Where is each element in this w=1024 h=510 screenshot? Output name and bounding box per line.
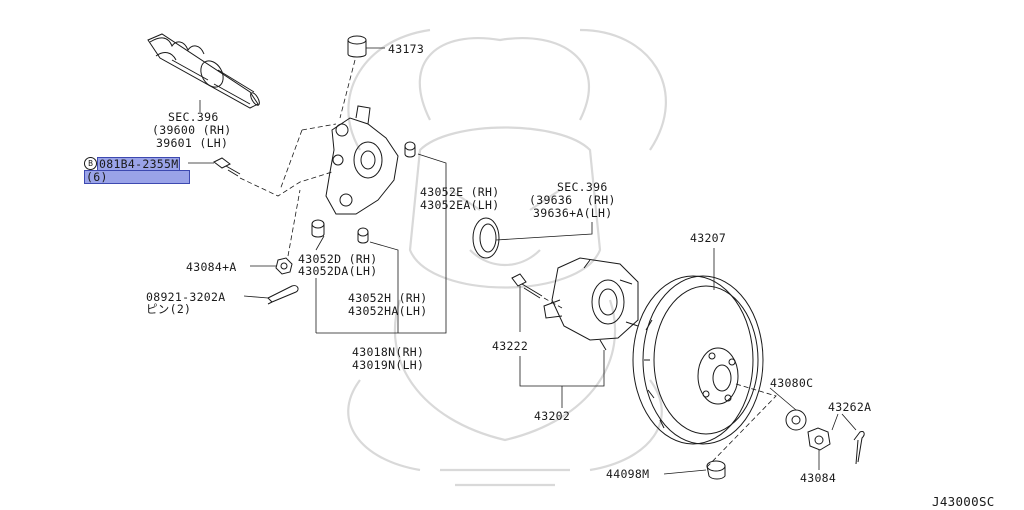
label-sec396-top-2: (39600 (RH) (152, 123, 232, 137)
grommet-44098m (706, 460, 726, 480)
label-sec396-right-1: SEC.396 (557, 180, 608, 194)
label-43173: 43173 (388, 42, 425, 56)
hub-assembly-43202 (543, 257, 639, 351)
diagram-code: J43000SC (932, 494, 995, 509)
label-43052h: 43052H (RH) (348, 291, 428, 305)
assembly-dashed-lines (239, 59, 777, 469)
label-43052e: 43052E (RH) (420, 185, 500, 199)
bushing-43052d (311, 219, 325, 238)
bolt-circle-marker: B (84, 157, 97, 170)
cotter-pin-08921 (267, 285, 299, 305)
label-44098m: 44098M (606, 467, 650, 481)
brake-rotor-43207 (632, 275, 764, 445)
label-43052ha: 43052HA(LH) (348, 304, 428, 318)
label-08921: 08921-3202A (146, 290, 226, 304)
nut-43084a (275, 257, 293, 275)
bushing-43173 (347, 35, 367, 58)
label-43084: 43084 (800, 471, 837, 485)
label-sec396-right-2: (39636 (RH) (529, 193, 616, 207)
label-43080c: 43080C (770, 376, 814, 390)
nut-43084 (807, 427, 831, 451)
label-43207: 43207 (690, 231, 727, 245)
label-43018n: 43018N(RH) (352, 345, 425, 359)
oil-seal-39636 (472, 217, 500, 259)
label-pin-qty: ピン(2) (146, 302, 192, 316)
label-43222: 43222 (492, 339, 529, 353)
label-43052d: 43052D (RH) (298, 252, 378, 266)
label-sec396-right-3: 39636+A(LH) (533, 206, 613, 220)
label-bolt-081b4[interactable]: 081B4-2355M (97, 157, 181, 171)
watermark-emblem (347, 28, 667, 487)
label-sec396-top-1: SEC.396 (168, 110, 219, 124)
leader-lines (188, 47, 857, 475)
label-43052ea: 43052EA(LH) (420, 198, 500, 212)
label-43262a: 43262A (828, 400, 872, 414)
bolt-081b4 (213, 157, 241, 177)
label-bolt-qty: (6) (84, 170, 190, 184)
label-sec396-top-3: 39601 (LH) (156, 136, 229, 150)
label-43019n: 43019N(LH) (352, 358, 425, 372)
steering-knuckle (325, 105, 399, 215)
label-43084a: 43084+A (186, 260, 237, 274)
hub-bolt-43222 (511, 273, 543, 299)
washer-43080c (785, 409, 807, 431)
cotter-pin-43262a (853, 431, 865, 465)
label-43052da: 43052DA(LH) (298, 264, 378, 278)
bushing-43052h (357, 227, 369, 244)
drive-shaft (147, 33, 260, 109)
label-43202: 43202 (534, 409, 571, 423)
bushing-43052e (404, 141, 416, 158)
